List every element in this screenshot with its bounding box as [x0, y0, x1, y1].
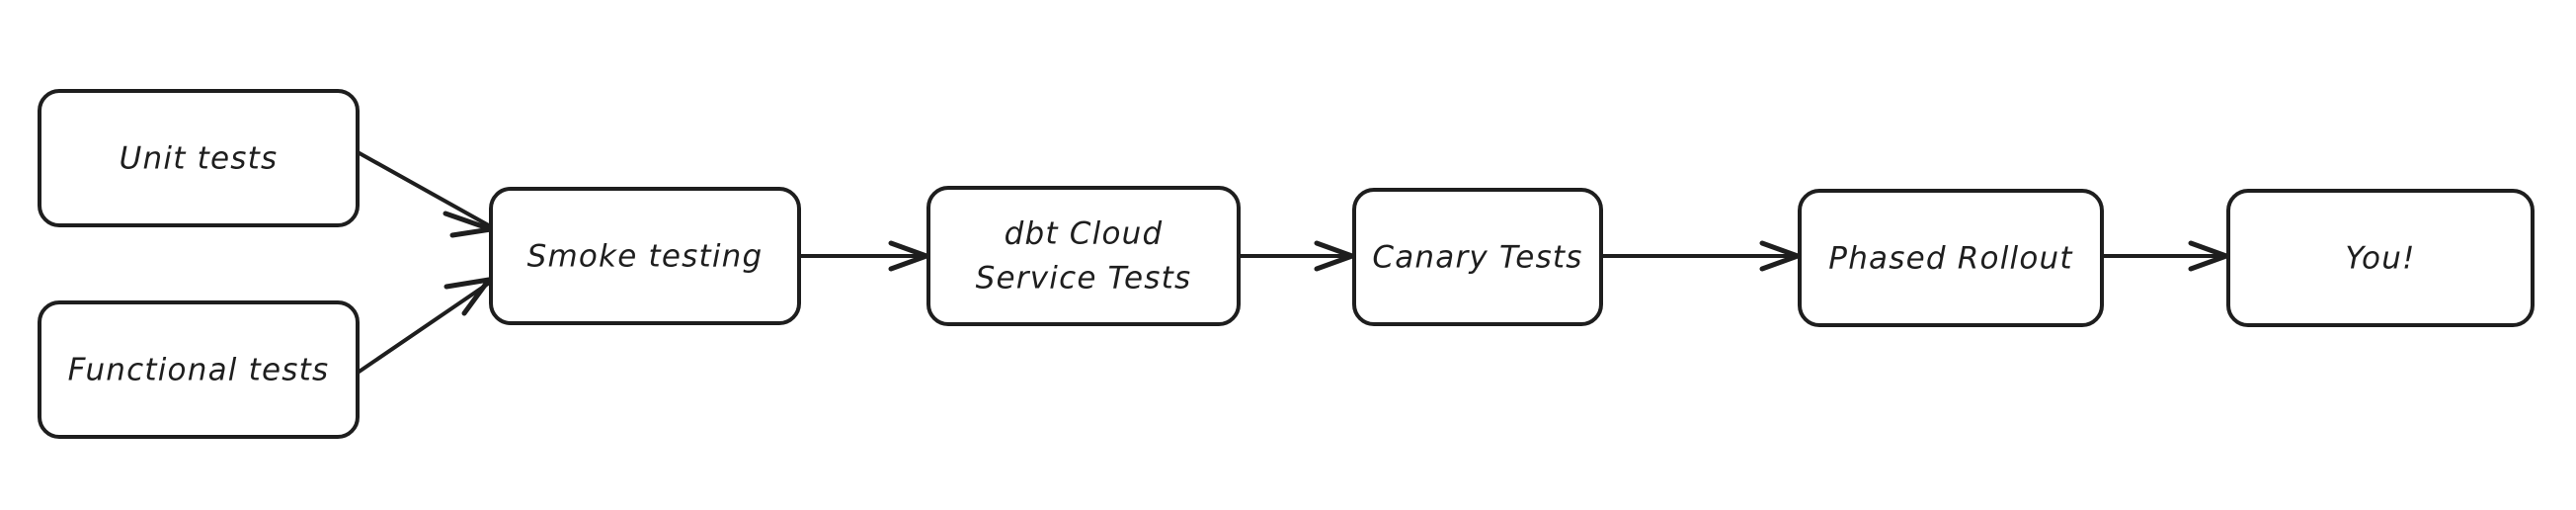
node-smoke-testing-shape[interactable] [489, 187, 801, 325]
edge-unit-to-smoke [356, 150, 496, 238]
node-you[interactable]: You! [2226, 189, 2535, 327]
node-canary-tests-shape[interactable] [1352, 188, 1603, 326]
edge-smoke-to-dbt [798, 240, 929, 272]
node-smoke-testing-label: Smoke testing [527, 239, 764, 275]
node-dbt-cloud-service-tests-shape[interactable] [926, 186, 1241, 326]
node-functional-tests-shape[interactable] [38, 300, 360, 439]
node-phased-rollout[interactable]: Phased Rollout [1798, 189, 2104, 327]
node-smoke-testing[interactable]: Smoke testing [489, 187, 801, 325]
node-phased-rollout-shape[interactable] [1798, 189, 2104, 327]
edge-dbt-to-canary [1238, 240, 1355, 272]
node-dbt-cloud-service-tests-label-line1: dbt Cloud [1005, 216, 1164, 252]
node-functional-tests-label: Functional tests [68, 353, 330, 388]
edge-functional-to-smoke [356, 277, 493, 375]
node-unit-tests-shape[interactable] [38, 89, 360, 227]
node-unit-tests-label: Unit tests [120, 141, 279, 177]
node-dbt-cloud-service-tests-label-line2: Service Tests [976, 261, 1192, 297]
node-you-shape[interactable] [2226, 189, 2535, 327]
node-functional-tests[interactable]: Functional tests [38, 300, 360, 439]
edge-canary-to-phased [1601, 240, 1801, 272]
node-canary-tests-label: Canary Tests [1372, 240, 1582, 276]
node-unit-tests[interactable]: Unit tests [38, 89, 360, 227]
edge-phased-to-you [2102, 240, 2229, 272]
node-you-label: You! [2345, 241, 2415, 277]
node-canary-tests[interactable]: Canary Tests [1352, 188, 1603, 326]
node-dbt-cloud-service-tests[interactable]: dbt Cloud Service Tests [926, 186, 1241, 326]
node-phased-rollout-label: Phased Rollout [1828, 241, 2073, 277]
